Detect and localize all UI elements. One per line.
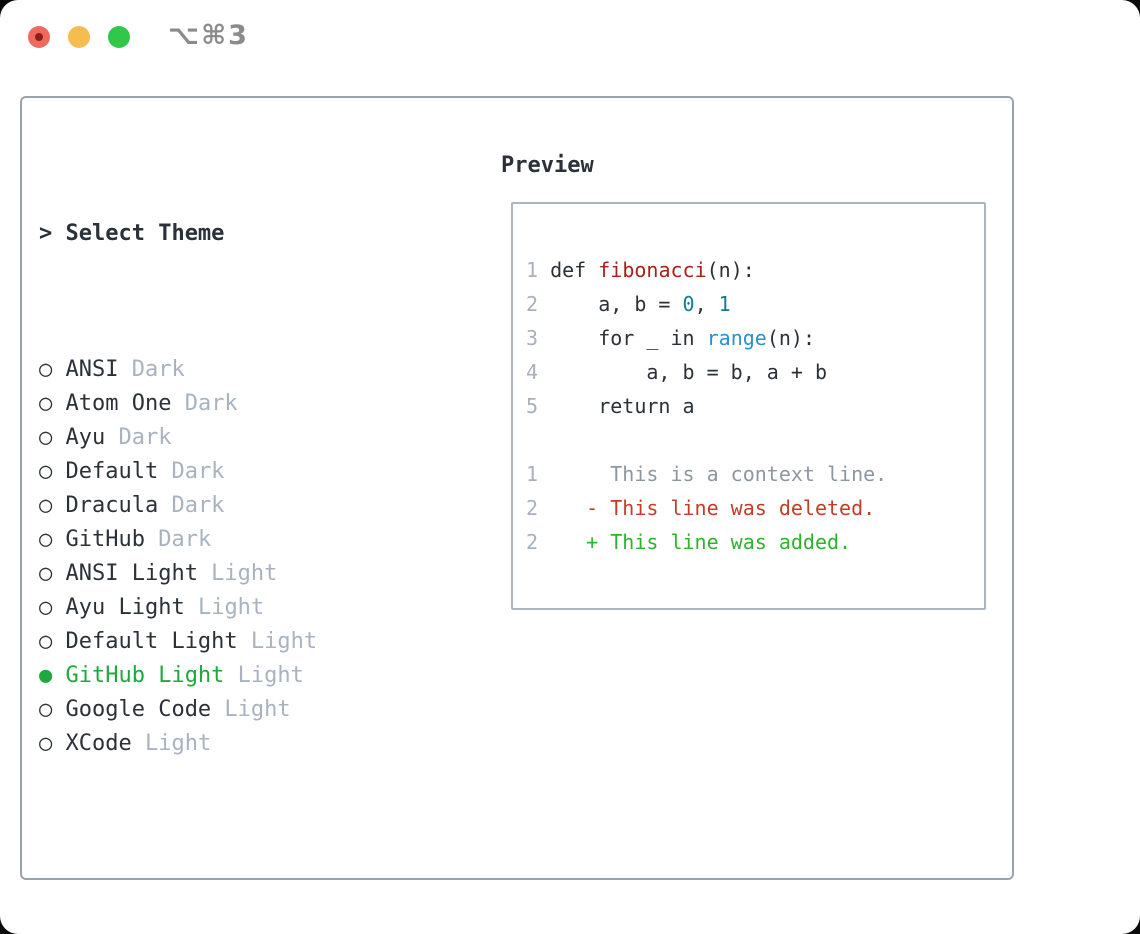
prompt-icon: > [39,221,53,246]
code-text: - This line was deleted. [550,496,876,520]
code-text: return a [550,394,695,418]
radio-icon: ○ [39,459,53,484]
radio-icon: ○ [39,425,53,450]
line-number: 4 [526,360,539,384]
theme-option-ansi-light[interactable]: ○ ANSI Light Light [39,557,479,591]
theme-variant-label: Light [131,731,212,756]
line-number: 3 [526,326,539,350]
select-theme-title: Select Theme [65,221,225,246]
radio-icon: ○ [39,697,53,722]
theme-name: Dracula [65,493,159,518]
theme-name: Ayu [65,425,106,450]
code-text: a, b = 0, 1 [550,292,731,316]
radio-icon: ○ [39,731,53,756]
theme-name: ANSI [65,357,119,382]
code-text: + This line was added. [550,530,852,554]
theme-selector-column: > Select Theme ○ ANSI Dark ○ Atom One Dark ○ A… [39,149,479,934]
theme-variant-label: Light [237,629,318,654]
theme-option-ayu[interactable]: ○ Ayu Dark [39,421,479,455]
radio-icon: ○ [39,357,53,382]
theme-option-default-light[interactable]: ○ Default Light Light [39,625,479,659]
theme-option-dracula[interactable]: ○ Dracula Dark [39,489,479,523]
theme-variant-label: Dark [171,391,238,416]
code-text: def fibonacci(n): [550,258,755,282]
zoom-button[interactable] [108,26,130,48]
code-line: 5 return a [526,389,984,423]
theme-name: Atom One [65,391,172,416]
radio-selected-icon: ● [39,663,53,688]
code-line: 1 This is a context line. [526,457,984,491]
theme-option-default[interactable]: ○ Default Dark [39,455,479,489]
code-line: 2 + This line was added. [526,525,984,559]
theme-name: Default [65,459,159,484]
code-line [526,423,984,457]
window-shortcut-label: ⌥⌘3 [168,20,249,51]
theme-variant-label: Dark [105,425,172,450]
code-text: This is a context line. [550,462,888,486]
titlebar: ⌥⌘3 [0,0,1140,74]
code-line: 4 a, b = b, a + b [526,355,984,389]
theme-name: GitHub [65,527,145,552]
theme-name: Ayu Light [65,595,185,620]
radio-icon: ○ [39,391,53,416]
radio-icon: ○ [39,561,53,586]
theme-list: ○ ANSI Dark ○ Atom One Dark ○ Ayu Dark ○ Defaul… [39,353,479,761]
code-line: 3 for _ in range(n): [526,321,984,355]
line-number: 2 [526,292,539,316]
select-theme-header: > Select Theme [39,217,479,251]
theme-option-google-code[interactable]: ○ Google Code Light [39,693,479,727]
radio-icon: ○ [39,493,53,518]
theme-option-github-light[interactable]: ● GitHub Light Light [39,659,479,693]
code-line: 2 a, b = 0, 1 [526,287,984,321]
minimize-button[interactable] [68,26,90,48]
theme-variant-label: Light [211,697,291,722]
close-button[interactable] [28,26,50,48]
theme-variant-label: Dark [118,357,185,382]
theme-picker-panel: > Select Theme ○ ANSI Dark ○ Atom One Dark ○ A… [20,96,1014,880]
theme-option-xcode[interactable]: ○ XCode Light [39,727,479,761]
theme-variant-label: Light [224,663,304,688]
theme-variant-label: Dark [158,459,225,484]
theme-variant-label: Dark [158,493,225,518]
theme-option-ayu-light[interactable]: ○ Ayu Light Light [39,591,479,625]
line-number: 2 [526,496,539,520]
preview-title: Preview [501,153,594,178]
theme-name: Google Code [65,697,212,722]
theme-option-github[interactable]: ○ GitHub Dark [39,523,479,557]
line-number: 1 [526,258,539,282]
theme-option-ansi[interactable]: ○ ANSI Dark [39,353,479,387]
line-number: 2 [526,530,539,554]
apply-to-section: Apply To ●User Settings○Workspace Settin… [39,897,479,934]
theme-variant-label: Light [184,595,265,620]
theme-variant-label: Light [197,561,278,586]
theme-name: GitHub Light [65,663,225,688]
theme-variant-label: Dark [144,527,212,552]
theme-option-atom-one[interactable]: ○ Atom One Dark [39,387,479,421]
code-line: 1 def fibonacci(n): [526,253,984,287]
theme-name: ANSI Light [65,561,198,586]
code-text: a, b = b, a + b [550,360,828,384]
theme-name: Default Light [65,629,238,654]
radio-icon: ○ [39,629,53,654]
line-number: 1 [526,462,539,486]
line-number: 5 [526,394,539,418]
radio-icon: ○ [39,595,53,620]
theme-name: XCode [65,731,132,756]
code-line: 2 - This line was deleted. [526,491,984,525]
radio-icon: ○ [39,527,53,552]
code-text: for _ in range(n): [550,326,815,350]
